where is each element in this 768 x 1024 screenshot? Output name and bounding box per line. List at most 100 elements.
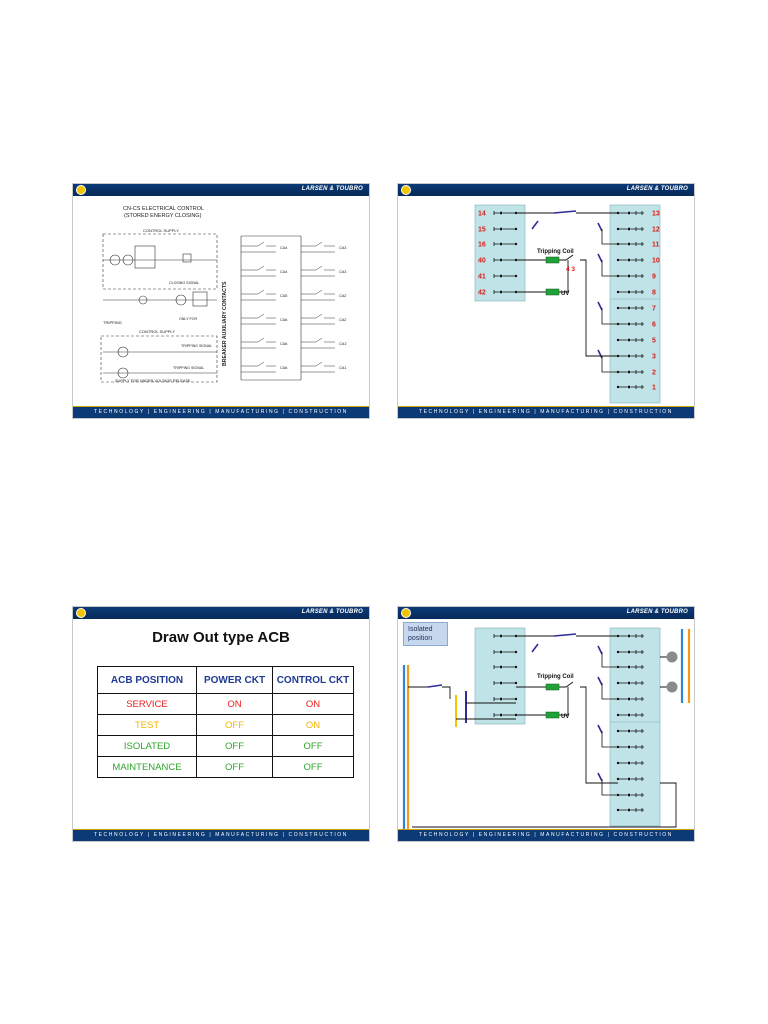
- tripping-coil-icon: [545, 683, 560, 691]
- switch-arm-icon: [531, 220, 539, 230]
- terminal-number: 12: [652, 227, 660, 234]
- left-terminal: 16: [478, 242, 518, 249]
- lt-logo-icon: [76, 608, 86, 618]
- contact-label: CA3: [339, 270, 346, 274]
- control-supply-label-2: CONTROL SUPPLY: [139, 329, 175, 334]
- slide-4-isolated-position: LARSEN & TOUBRO Isolated position: [398, 607, 694, 841]
- switch-arm-icon: [597, 772, 603, 782]
- position-cell: SERVICE: [97, 693, 197, 715]
- contact-label: CA4: [280, 270, 287, 274]
- terminal-number: 14: [478, 211, 486, 218]
- control-cell: OFF: [272, 735, 354, 757]
- table-row: TEST OFF ON: [97, 714, 354, 736]
- control-circuit-diagram: CN-CS ELECTRICAL CONTROL (STORED ENERGY …: [100, 206, 347, 383]
- supply-uv-label: SUPPLY FOR UNDER-VOLTAGE RELEASE: [115, 379, 191, 383]
- switch-arm-icon: [597, 724, 603, 734]
- slide-title: Draw Out type ACB: [152, 629, 290, 646]
- terminal-number: 41: [478, 274, 486, 281]
- power-cell: OFF: [196, 714, 273, 736]
- aux-contact-row: CA4 CA3: [241, 265, 346, 277]
- terminal-number: 6: [652, 322, 656, 329]
- contact-label: CA2: [339, 318, 346, 322]
- contact-label: CA3: [339, 246, 346, 250]
- left-terminal: [493, 634, 518, 638]
- left-terminal-block: [474, 627, 526, 725]
- right-terminal: 13: [616, 211, 660, 218]
- slide-header: LARSEN & TOUBRO: [398, 607, 694, 619]
- right-terminal: [616, 713, 644, 717]
- brand-label: LARSEN & TOUBRO: [301, 609, 363, 615]
- tripping-signal-label: TRIPPING SIGNAL: [181, 344, 212, 348]
- switch-arm-icon: [597, 301, 603, 311]
- power-cell: OFF: [196, 735, 273, 757]
- left-terminal: [493, 697, 518, 701]
- left-terminal: 41: [478, 274, 518, 281]
- terminal-number: 9: [652, 274, 656, 281]
- contact-label: CA1': [339, 342, 347, 346]
- table-row: MAINTENANCE OFF OFF: [97, 756, 354, 778]
- right-terminal: 5: [616, 338, 656, 345]
- right-terminal: [616, 650, 644, 654]
- terminal-number: 16: [478, 242, 486, 249]
- right-terminal-block: [609, 627, 661, 827]
- contact-label: CA2: [339, 294, 346, 298]
- right-terminal: [616, 745, 644, 749]
- only-for-label: ONLY FOR: [179, 317, 197, 321]
- slide-3-draw-out-acb: LARSEN & TOUBRO Draw Out type ACB ACB PO…: [73, 607, 369, 841]
- control-cell: OFF: [272, 756, 354, 778]
- right-terminal: [616, 729, 644, 733]
- contact-label: CA6: [280, 342, 287, 346]
- contact-label: CA1: [339, 366, 346, 370]
- right-terminal-block: [609, 204, 661, 404]
- terminal-number: 15: [478, 227, 486, 234]
- position-cell: MAINTENANCE: [97, 756, 197, 778]
- power-cell: ON: [196, 693, 273, 715]
- switch-arm-icon: [597, 222, 603, 232]
- tripping-signal-label-2: TRIPPING SIGNAL: [173, 366, 204, 370]
- right-terminal: 6: [616, 322, 656, 329]
- footer-tagline: TECHNOLOGY | ENGINEERING | MANUFACTURING…: [93, 409, 349, 415]
- aux-contacts-vertical-label: BREAKER AUXILIARY CONTACTS: [222, 281, 228, 366]
- slide-footer: TECHNOLOGY | ENGINEERING | MANUFACTURING…: [73, 829, 369, 841]
- switch-arm-icon: [597, 645, 603, 655]
- terminal-number: 1: [652, 385, 656, 392]
- contact-label: CA6: [280, 366, 287, 370]
- left-terminal: [493, 665, 518, 669]
- column-header: CONTROL CKT: [272, 666, 354, 694]
- right-terminal: 11: [616, 242, 660, 249]
- terminal-number: 10: [652, 258, 660, 265]
- left-terminal: 15: [478, 227, 518, 234]
- terminal-number: 5: [652, 338, 656, 345]
- uv-label: UV: [561, 714, 569, 720]
- right-terminal: [616, 697, 644, 701]
- control-supply-label: CONTROL SUPPLY: [143, 228, 179, 233]
- indicator-lamp-icon: [666, 651, 678, 663]
- aux-contact-row: CA6 CA1: [241, 361, 346, 373]
- slide-footer: TECHNOLOGY | ENGINEERING | MANUFACTURING…: [398, 829, 694, 841]
- uv-label: UV: [561, 291, 569, 297]
- diagram-title-2: (STORED ENERGY CLOSING): [124, 213, 202, 219]
- terminal-number: 3: [652, 354, 656, 361]
- position-cell: ISOLATED: [97, 735, 197, 757]
- switch-arm-icon: [597, 676, 603, 686]
- contact-label: CA6: [280, 318, 287, 322]
- slide-1-electrical-control: LARSEN & TOUBRO CN-CS ELECTRICAL CONTROL…: [73, 184, 369, 418]
- column-header: ACB POSITION: [97, 666, 197, 694]
- power-cell: OFF: [196, 756, 273, 778]
- tripping-label: TRIPPING: [103, 320, 122, 325]
- left-terminal-block: [474, 204, 526, 302]
- terminal-number: 2: [652, 370, 656, 377]
- right-terminal: [616, 681, 644, 685]
- tripping-coil-icon: [545, 256, 560, 264]
- right-terminal: [616, 777, 644, 781]
- terminal-number: 8: [652, 290, 656, 297]
- switch-arm-icon: [597, 349, 603, 359]
- footer-tagline: TECHNOLOGY | ENGINEERING | MANUFACTURING…: [418, 832, 674, 838]
- uv-coil-icon: [545, 711, 560, 719]
- brand-label: LARSEN & TOUBRO: [301, 186, 363, 192]
- brand-label: LARSEN & TOUBRO: [626, 609, 688, 615]
